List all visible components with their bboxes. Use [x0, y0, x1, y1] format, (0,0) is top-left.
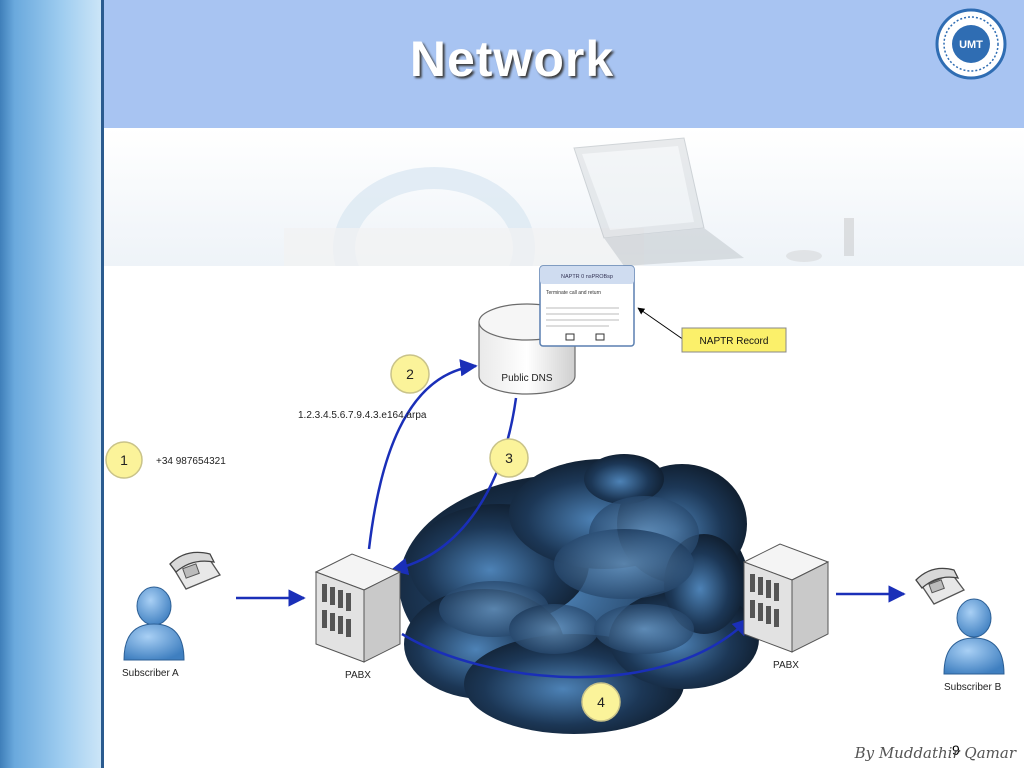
logo-text: UMT: [959, 39, 983, 51]
dns-label: Public DNS: [501, 373, 552, 384]
author-signature: By Muddathir Qamar: [854, 744, 1016, 762]
arrow-step2-pabx-to-dns: [367, 359, 478, 550]
pabx-right-label: PABX: [773, 660, 799, 671]
naptr-dialog-window: NAPTR 0 nsPROBsp Terminate call and retu…: [539, 265, 635, 347]
enum-network-diagram: Public DNS NAPTR 0 nsPROBsp Terminate ca…: [105, 265, 1005, 734]
enum-domain-label: 1.2.3.4.5.6.7.9.4.3.e164.arpa: [298, 410, 427, 421]
page-number: 9: [952, 742, 960, 758]
naptr-pointer-line: [637, 307, 685, 341]
arrow-step4-pabx-to-pabx: [401, 617, 751, 679]
left-decorative-band: [0, 0, 104, 768]
subscriber-b-icon: [915, 567, 1005, 675]
subscriber-a-icon: [123, 551, 221, 661]
dialog-text: Terminate call and return: [546, 290, 601, 296]
svg-text:1: 1: [120, 452, 128, 468]
step-badge-2: 2: [390, 354, 430, 394]
naptr-record-box: [681, 327, 787, 353]
naptr-record-label: NAPTR Record: [700, 336, 769, 347]
phone-number-label: +34 987654321: [156, 456, 226, 467]
dialog-title: NAPTR 0 nsPROBsp: [561, 274, 613, 280]
svg-text:3: 3: [505, 450, 513, 466]
subscriber-b-label: Subscriber B: [944, 682, 1002, 693]
svg-text:4: 4: [597, 694, 605, 710]
pabx-left-server: PABX: [314, 553, 402, 681]
arrow-step3-dns-to-pabx: [390, 397, 518, 576]
subscriber-a-label: Subscriber A: [122, 668, 179, 679]
phone-icon: [169, 551, 221, 590]
svg-text:2: 2: [406, 366, 414, 382]
header-band: [104, 0, 1024, 128]
umt-logo: UMT: [935, 8, 1007, 80]
pabx-right-server: PABX: [742, 543, 830, 671]
slide-title: Network: [409, 31, 615, 87]
network-cloud: [399, 454, 759, 734]
step-badge-3: 3: [489, 438, 529, 478]
pabx-left-label: PABX: [345, 670, 371, 681]
background-laptop-image: [104, 128, 1024, 266]
step-badge-4: 4: [581, 682, 621, 722]
phone-icon: [915, 567, 966, 605]
step-badge-1: 1: [105, 441, 143, 479]
